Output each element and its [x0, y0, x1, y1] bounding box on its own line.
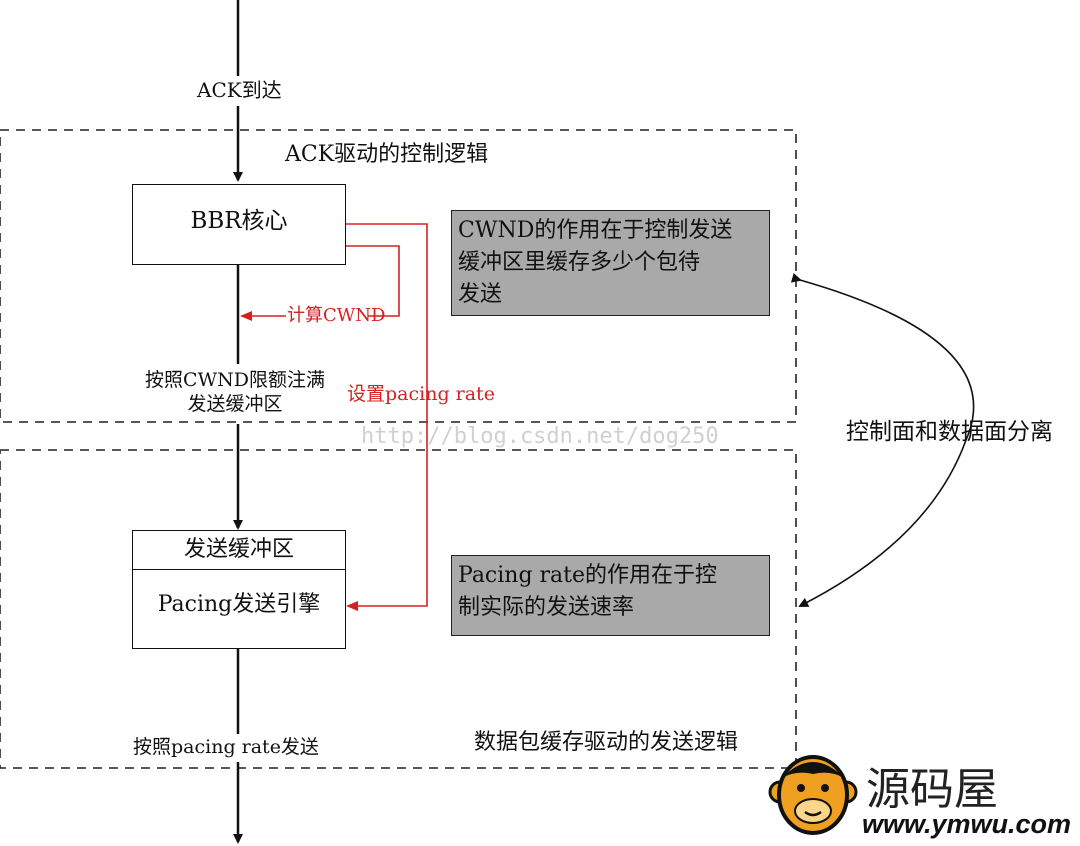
logo-name: 源码屋 [866, 764, 998, 815]
fill-buffer-label: 按照CWND限额注满 发送缓冲区 [140, 369, 330, 417]
cwnd-note: CWND的作用在于控制发送 缓冲区里缓存多少个包待 发送 [451, 210, 770, 316]
monkey-logo-icon [768, 755, 858, 835]
ack-region-title: ACK驱动的控制逻辑 [285, 142, 489, 167]
send-by-pacing-label: 按照pacing rate发送 [133, 736, 319, 758]
pacing-note-line1: Pacing rate的作用在于控 [458, 563, 718, 588]
fill-buffer-line1: 按照CWND限额注满 [145, 369, 325, 391]
cwnd-note-line3: 发送 [458, 281, 503, 307]
send-buffer-header: 发送缓冲区 [133, 531, 345, 570]
packet-send-region [0, 449, 797, 769]
bbr-core-label: BBR核心 [190, 208, 288, 234]
send-buffer-label: 发送缓冲区 [183, 537, 294, 562]
pacing-note-line2: 制实际的发送速率 [458, 594, 635, 620]
pacing-engine-label: Pacing发送引擎 [157, 592, 321, 617]
watermark-text: http://blog.csdn.net/dog250 [361, 424, 719, 449]
calc-cwnd-arrow [345, 245, 400, 317]
separation-label: 控制面和数据面分离 [846, 419, 1053, 445]
fill-buffer-line2: 发送缓冲区 [187, 392, 283, 415]
cwnd-note-line1: CWND的作用在于控制发送 [458, 218, 733, 243]
ack-arrive-label: ACK到达 [197, 78, 282, 102]
separation-arc-arrow [790, 272, 975, 607]
pacing-note: Pacing rate的作用在于控 制实际的发送速率 [451, 555, 770, 636]
packet-region-title: 数据包缓存驱动的发送逻辑 [474, 730, 739, 755]
bbr-core-box: BBR核心 [132, 184, 346, 265]
cwnd-note-line2: 缓冲区里缓存多少个包待 [458, 249, 701, 275]
set-pacing-rate-arrow [345, 223, 428, 611]
send-engine-box: 发送缓冲区 Pacing发送引擎 [132, 530, 346, 649]
set-pacing-rate-label: 设置pacing rate [347, 383, 495, 405]
calc-cwnd-label: 计算CWND [287, 305, 386, 326]
logo-url: www.ymwu.com [862, 809, 1072, 839]
